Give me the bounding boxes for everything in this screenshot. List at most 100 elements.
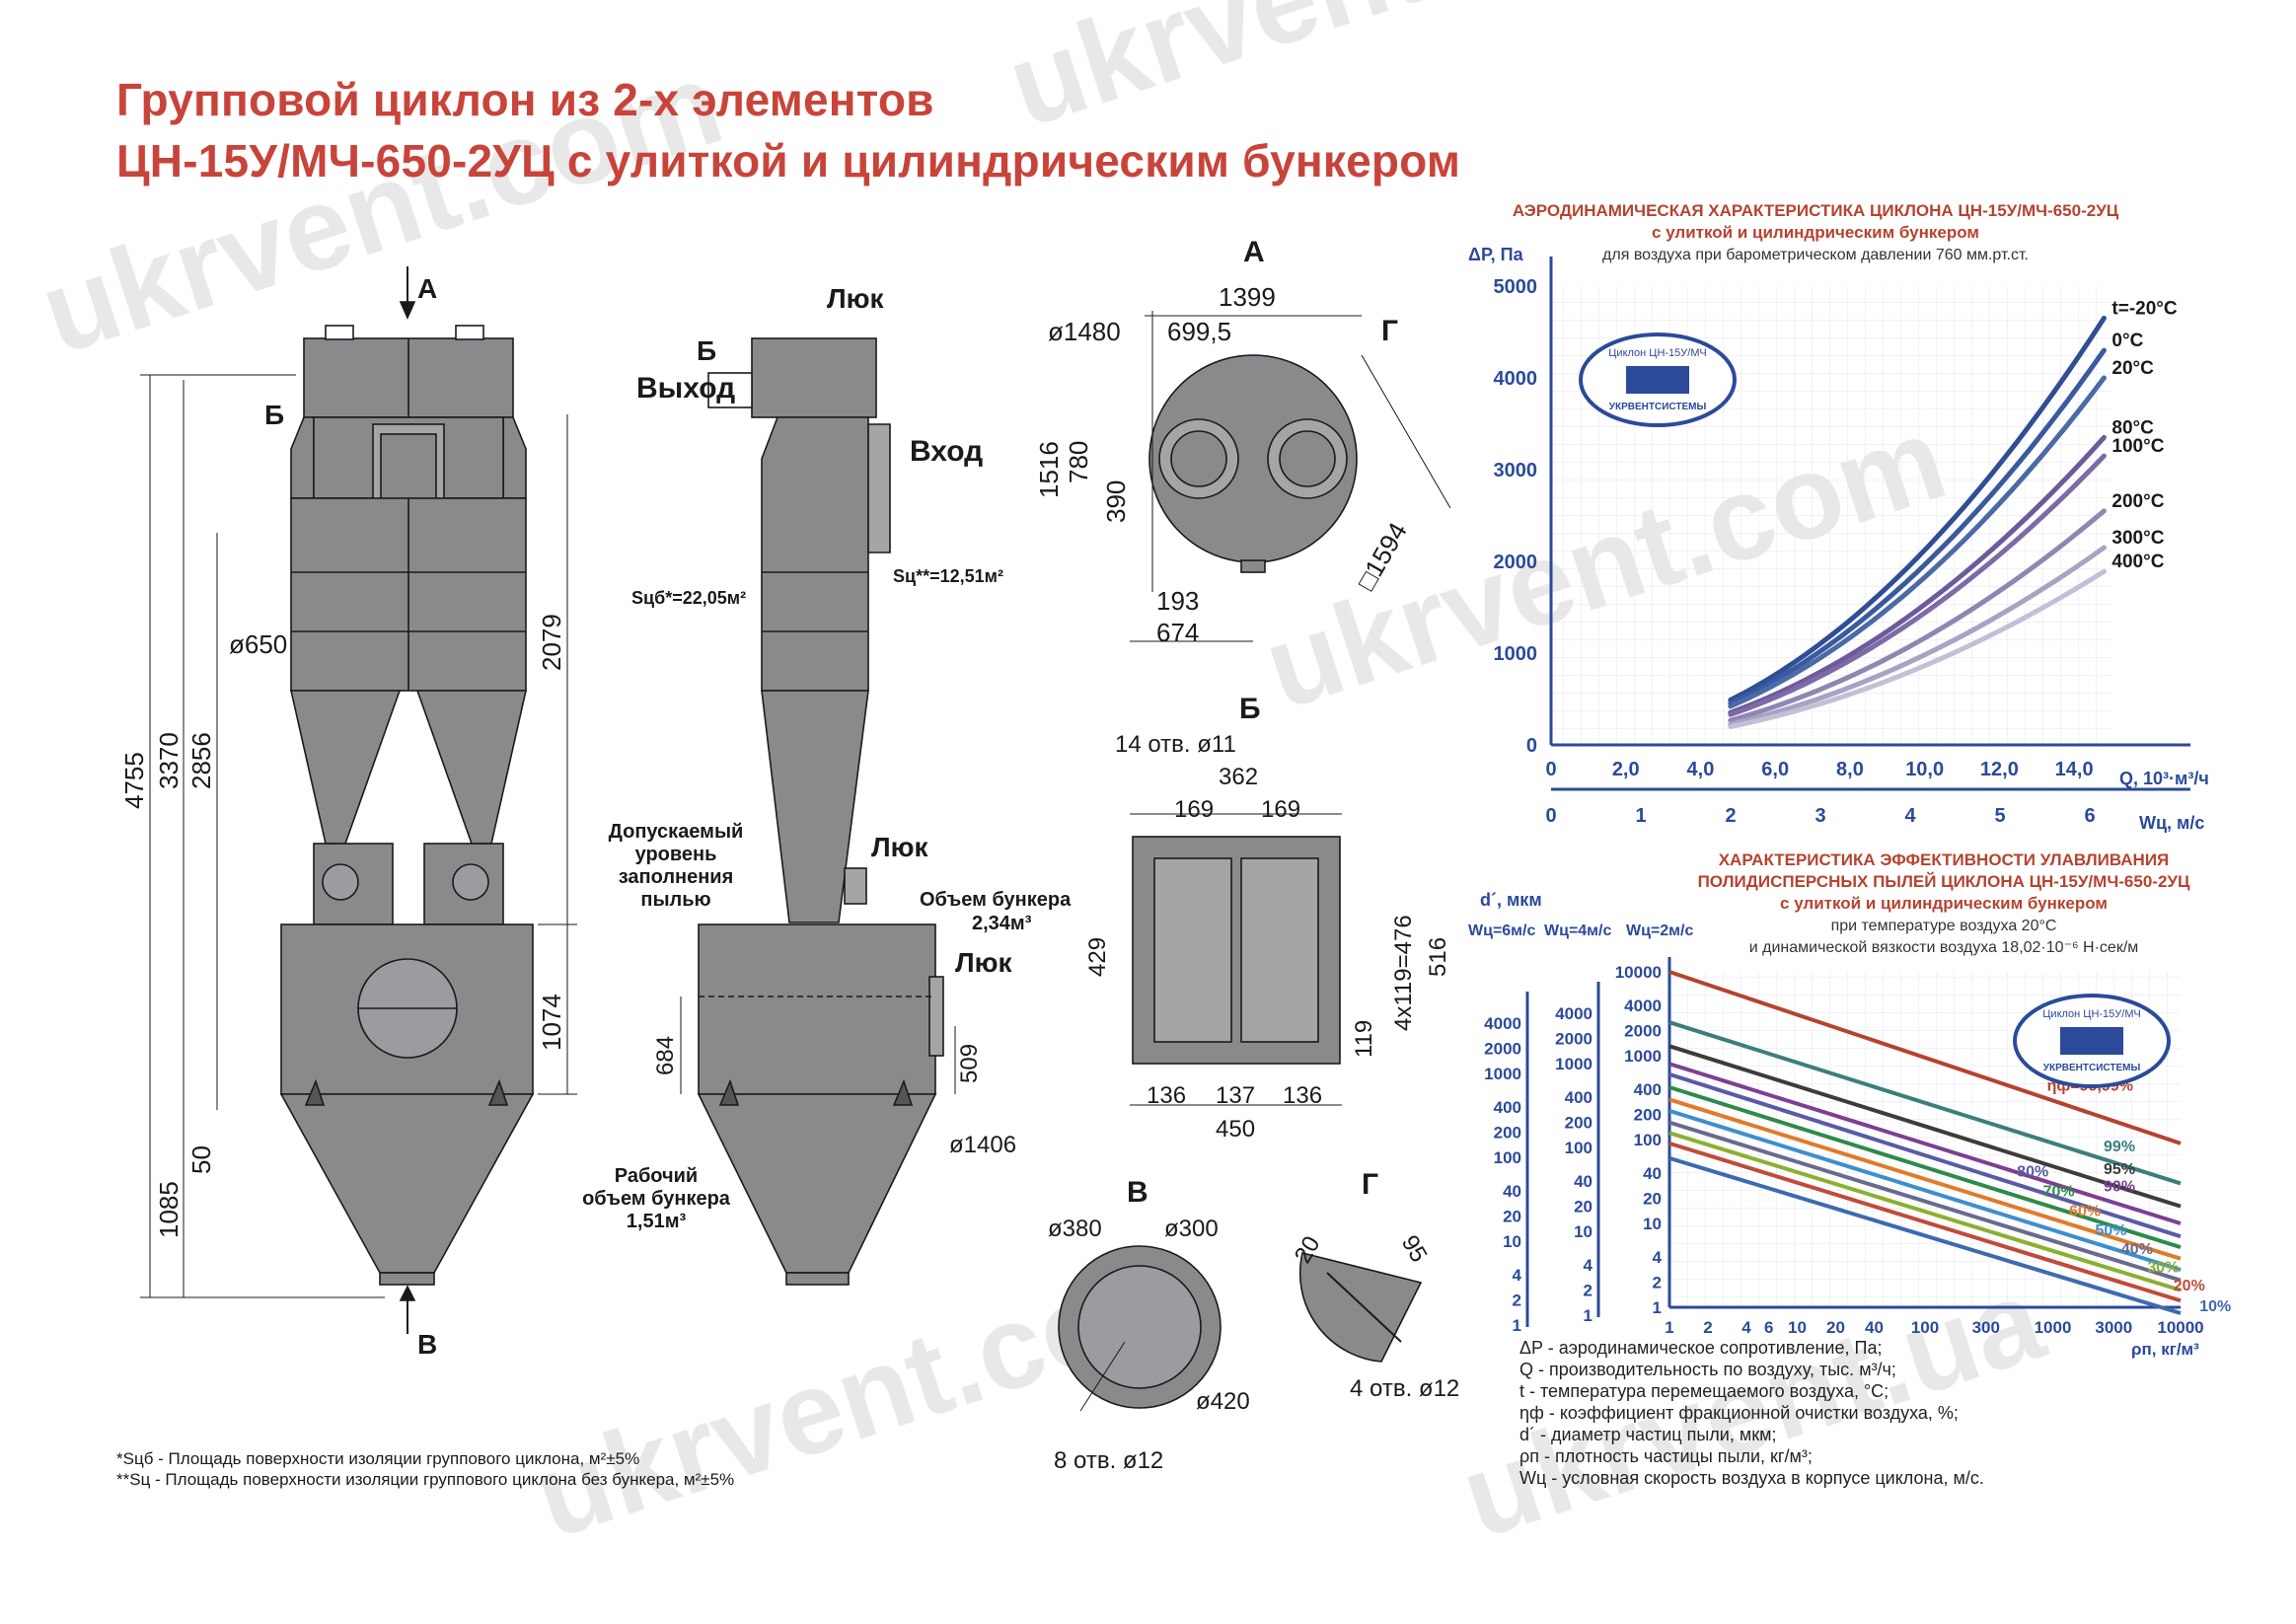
view-a-dim-390: 390 <box>1101 480 1131 523</box>
chart1-xtick: 8,0 <box>1836 759 1864 780</box>
legend-line-5: d´ - диаметр частиц пыли, мкм; <box>1519 1425 1777 1444</box>
chart2-ytick: 4000 <box>1624 997 1662 1015</box>
chart2-ytick-w4: 20 <box>1574 1197 1592 1216</box>
chart2-ytick: 20 <box>1643 1189 1662 1208</box>
chart2-ytick-w4: 100 <box>1565 1139 1592 1157</box>
side-fill-level-1: Допускаемый <box>609 821 744 843</box>
side-fill-level-2: уровень <box>635 844 717 865</box>
view-v-holes: 8 отв. ø12 <box>1054 1447 1163 1474</box>
view-b-dim-516: 516 <box>1425 937 1451 977</box>
chart1-note: для воздуха при барометрическом давлении… <box>1602 247 2029 263</box>
chart2-series-label: 40% <box>2121 1241 2153 1258</box>
chart2-ytick-w4: 40 <box>1574 1172 1592 1191</box>
front-arrow-a: А <box>417 273 437 304</box>
chart2-ytick-w6: 10 <box>1503 1232 1521 1251</box>
view-b-holes: 14 отв. ø11 <box>1115 731 1236 758</box>
chart1-series-label: 100°C <box>2111 436 2164 457</box>
chart1-xtick: 6,0 <box>1761 759 1789 780</box>
front-arrow-v: В <box>417 1329 437 1360</box>
chart2-series-line <box>1668 1141 2182 1303</box>
side-bunker-volume-2: 2,34м³ <box>972 913 1032 934</box>
side-fill-level-4: пылью <box>640 889 710 911</box>
chart2-series-line <box>1668 1085 2182 1250</box>
side-lyuk-bunker: Люк <box>955 947 1013 978</box>
chart2-xtick: 100 <box>1911 1318 1939 1337</box>
chart2-series-line <box>1668 1120 2182 1283</box>
chart1-series-line <box>1728 568 2107 729</box>
watermark-text-1: ukrvent.ua <box>994 0 1605 153</box>
front-dim-2079: 2079 <box>537 614 566 671</box>
side-lyuk-mid: Люк <box>871 832 929 862</box>
footnote-2: **Sц - Площадь поверхности изоляции груп… <box>116 1470 735 1489</box>
chart1-xtick: 12,0 <box>1980 759 2019 780</box>
chart2-speed-4: Wц=4м/с <box>1544 923 1611 939</box>
front-cone-left <box>289 690 402 845</box>
chart2-series-label: 20% <box>2174 1278 2205 1294</box>
chart2-ytick-w6: 20 <box>1503 1207 1521 1225</box>
chart2-ytick-w6: 4000 <box>1484 1014 1521 1033</box>
side-out-letter: Б <box>697 335 716 366</box>
chart2-ytick: 200 <box>1634 1105 1662 1124</box>
chart2-ytick-w4: 4000 <box>1555 1004 1592 1023</box>
chart2-ytick: 400 <box>1634 1080 1662 1099</box>
chart-efficiency: ХАРАКТЕРИСТИКА ЭФФЕКТИВНОСТИ УЛАВЛИВАНИЯ… <box>1468 850 2231 1359</box>
chart1-ytick: 2000 <box>1494 552 1538 573</box>
front-upper-cyl-left <box>290 416 315 499</box>
chart1-ytick: 4000 <box>1494 368 1538 390</box>
chart2-xtick: 10 <box>1788 1318 1807 1337</box>
chart2-series-label: 60% <box>2069 1204 2101 1220</box>
chart2-title: ХАРАКТЕРИСТИКА ЭФФЕКТИВНОСТИ УЛАВЛИВАНИЯ <box>1719 850 2170 869</box>
chart1-x2tick: 1 <box>1635 805 1646 827</box>
view-b-dim-476: 4x119=476 <box>1390 915 1417 1031</box>
legend-line-7: Wц - условная скорость воздуха в корпусе… <box>1519 1468 1984 1488</box>
chart2-xtick: 4 <box>1741 1318 1751 1337</box>
chart1-x2tick: 0 <box>1545 805 1556 827</box>
chart2-ytick-w6: 400 <box>1494 1098 1521 1117</box>
chart2-ytick-w6: 4 <box>1513 1266 1522 1285</box>
view-b-dim-136a: 136 <box>1147 1082 1186 1109</box>
view-g-fragment <box>1298 1252 1423 1363</box>
side-cone <box>761 690 869 923</box>
chart2-series-label: 50% <box>2095 1222 2126 1239</box>
side-out-label: Выход <box>636 372 735 405</box>
chart2-ytick-w4: 4 <box>1584 1256 1593 1275</box>
chart1-xlabel: Q, 10³·м³/ч <box>2119 769 2209 788</box>
front-dim-3370: 3370 <box>154 732 184 789</box>
view-a-letter: А <box>1243 236 1265 268</box>
chart1-series-line <box>1728 434 2107 715</box>
chart2-xtick: 20 <box>1826 1318 1845 1337</box>
chart1-series-label: 200°C <box>2111 491 2164 512</box>
side-lyuk-top: Люк <box>827 283 885 314</box>
chart2-series-line <box>1668 1071 2182 1239</box>
logo-2: Циклон ЦН-15У/МЧ УКРВЕНТСИСТЕМЫ <box>2013 994 2171 1088</box>
chart2-ytick: 10000 <box>1615 963 1662 982</box>
chart2-series-line <box>1668 1155 2182 1315</box>
view-v-letter: В <box>1127 1176 1148 1209</box>
view-g <box>1298 1252 1423 1363</box>
footnote-1: *Sцб - Площадь поверхности изоляции груп… <box>116 1449 640 1468</box>
side-dim-1406: ø1406 <box>949 1132 1016 1158</box>
view-g-d95: 95 <box>1396 1231 1433 1268</box>
chart1-series-label: 0°C <box>2111 331 2143 351</box>
front-dim-4755: 4755 <box>119 752 149 809</box>
chart2-xtick: 10000 <box>2157 1318 2203 1337</box>
view-v-d420: ø420 <box>1196 1388 1250 1415</box>
chart2-ytick-w4: 2000 <box>1555 1029 1592 1048</box>
chart2-xlabel: ρп, кг/м³ <box>2131 1340 2199 1359</box>
view-v-d300: ø300 <box>1164 1216 1219 1242</box>
chart2-xtick: 300 <box>1972 1318 2000 1337</box>
chart1-ytick: 5000 <box>1494 276 1538 298</box>
view-a-dim-1480: ø1480 <box>1048 317 1121 346</box>
view-a-dim-1516: 1516 <box>1034 441 1064 498</box>
view-b-letter: Б <box>1239 693 1261 725</box>
chart2-xtick: 2 <box>1703 1318 1712 1337</box>
chart2-series-line <box>1668 1044 2182 1209</box>
chart1-series-line <box>1728 453 2107 717</box>
chart2-subtitle2: с улиткой и цилиндрическим бункером <box>1780 894 2108 913</box>
chart1-series-label: 20°C <box>2111 358 2154 379</box>
chart1-x2tick: 2 <box>1725 805 1736 827</box>
chart1-ylabel: ΔP, Па <box>1468 245 1524 264</box>
chart2-series-label: 80% <box>2017 1164 2048 1181</box>
view-g-holes: 4 отв. ø12 <box>1350 1375 1459 1402</box>
